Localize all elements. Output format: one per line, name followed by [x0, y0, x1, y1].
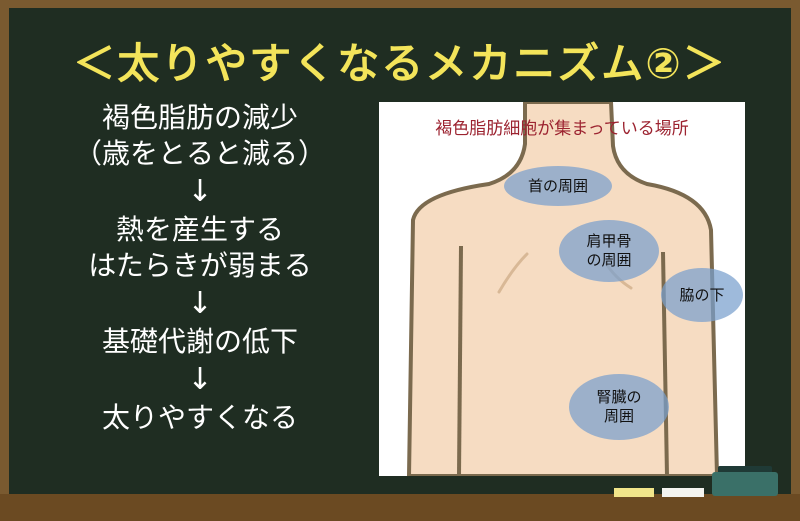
armpit-label: 脇の下: [679, 285, 725, 304]
page-title: ＜太りやすくなるメカニズム②＞: [73, 39, 727, 88]
chalk-tray: [0, 494, 800, 521]
collarbone-line: [497, 252, 529, 294]
down-arrow-icon: ↓: [187, 362, 213, 397]
eraser-icon: [712, 472, 778, 496]
scapula-label-line-1: 肩甲骨: [586, 232, 632, 250]
yellow-chalk: [614, 488, 654, 497]
eraser-handle: [718, 466, 772, 474]
step-1-line-2: （歳をとると減る）: [73, 137, 326, 170]
kidney-label-line-2: 周囲: [603, 407, 634, 425]
step-3: 基礎代謝の低下: [101, 325, 298, 358]
white-chalk: [662, 488, 704, 497]
neck-area-spot: 首の周囲: [504, 166, 612, 206]
down-arrow-icon: ↓: [187, 174, 213, 209]
step-2: 熱を産生する はたらきが弱まる: [30, 212, 370, 284]
panel-title: 褐色脂肪細胞が集まっている場所: [435, 119, 689, 139]
step-2-line-2: はたらきが弱まる: [88, 249, 312, 282]
neck-area-label: 首の周囲: [527, 176, 588, 195]
left-arm-line: [457, 245, 463, 476]
down-arrow-icon: ↓: [187, 286, 213, 321]
kidney-label-line-1: 腎臓の: [596, 388, 642, 406]
step-2-line-1: 熱を産生する: [115, 213, 284, 246]
scapula-label-line-2: の周囲: [586, 251, 632, 269]
scapula-area-spot: 肩甲骨 の周囲: [559, 220, 659, 282]
armpit-area-spot: 脇の下: [661, 268, 743, 322]
step-4: 太りやすくなる: [101, 401, 298, 434]
mechanism-flow: 褐色脂肪の減少 （歳をとると減る） ↓ 熱を産生する はたらきが弱まる ↓ 基礎…: [30, 100, 370, 436]
kidney-area-spot: 腎臓の 周囲: [569, 374, 669, 440]
step-1-line-1: 褐色脂肪の減少: [101, 101, 298, 134]
step-1: 褐色脂肪の減少 （歳をとると減る）: [30, 100, 370, 172]
body-illustration-panel: 褐色脂肪細胞が集まっている場所 首の周囲 肩甲骨 の周囲 脇の下 腎臓の 周囲: [379, 102, 745, 476]
